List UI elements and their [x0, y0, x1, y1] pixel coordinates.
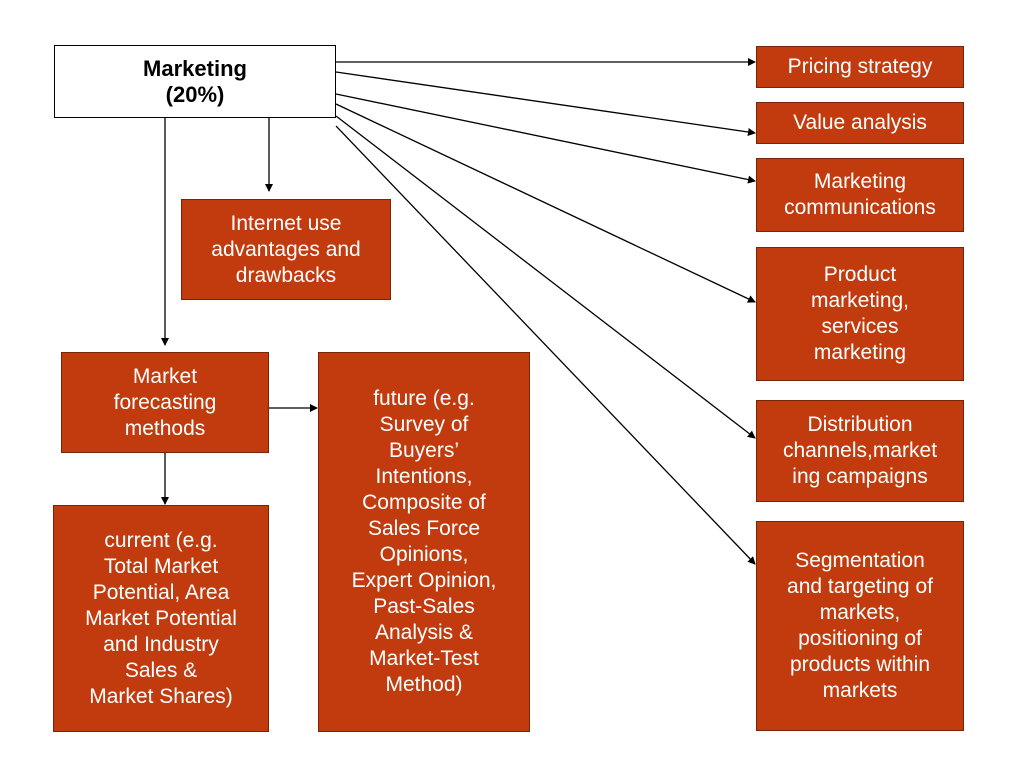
node-internet-use: Internet use advantages and drawbacks: [181, 199, 391, 300]
node-marketing: Marketing (20%): [54, 45, 336, 118]
edge-root-segment: [335, 125, 756, 565]
node-value-analysis: Value analysis: [756, 102, 964, 144]
edge-root-product: [335, 103, 756, 303]
node-current-methods: current (e.g. Total Market Potential, Ar…: [53, 505, 269, 732]
node-product-marketing: Product marketing, services marketing: [756, 247, 964, 381]
edge-root-value: [335, 71, 756, 136]
node-market-forecasting: Market forecasting methods: [61, 352, 269, 453]
node-future-methods: future (e.g. Survey of Buyers’ Intention…: [318, 352, 530, 732]
node-marketing-communications: Marketing communications: [756, 158, 964, 232]
edge-root-distrib: [335, 115, 756, 439]
node-distribution-channels: Distribution channels,market ing campaig…: [756, 400, 964, 502]
node-pricing-strategy: Pricing strategy: [756, 46, 964, 88]
edge-root-mcomm: [335, 93, 756, 184]
node-segmentation-targeting: Segmentation and targeting of markets, p…: [756, 521, 964, 731]
